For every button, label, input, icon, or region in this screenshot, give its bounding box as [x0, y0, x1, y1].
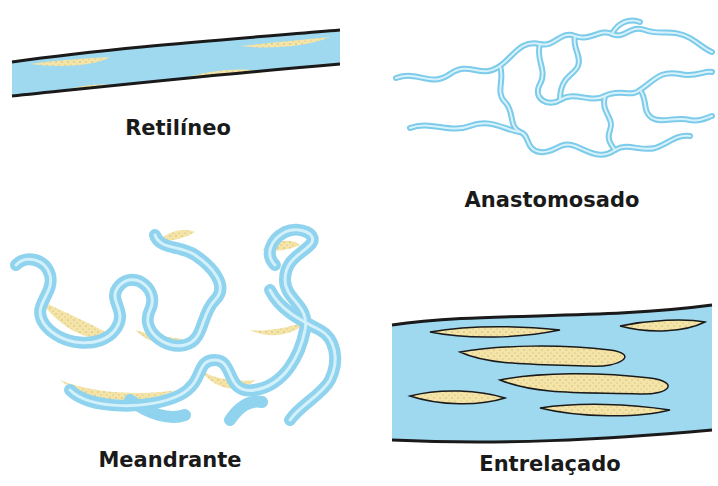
river-type-label: Meandrante [98, 448, 241, 473]
braided-channel [392, 305, 712, 442]
river-type-label: Entrelaçado [479, 452, 620, 477]
river-type-label: Retilíneo [125, 116, 231, 141]
anastomosing-channels [396, 21, 712, 155]
river-type-label: Anastomosado [465, 188, 640, 213]
straight-channel [12, 30, 340, 96]
meandering-channel [16, 230, 335, 420]
